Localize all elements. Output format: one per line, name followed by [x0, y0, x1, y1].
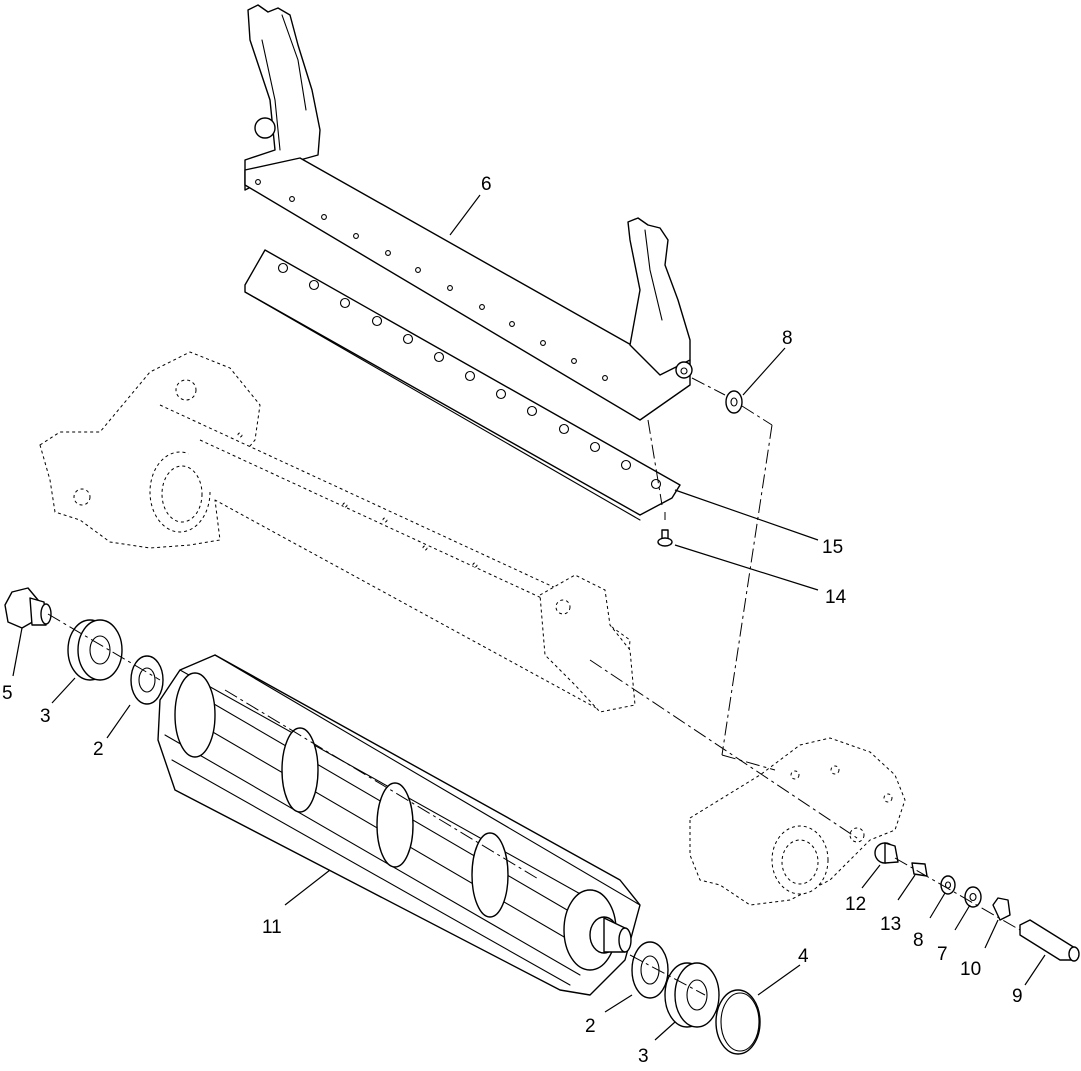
cutting-reel	[157, 654, 641, 996]
callout-8-right: 8	[913, 930, 924, 951]
callout-5: 5	[2, 683, 13, 704]
callout-labels: 6 8 15 14 5 3 2 11 12 13 8 7 10 9 4 2 3	[2, 174, 1023, 1067]
callout-10: 10	[960, 959, 981, 980]
callout-2-left: 2	[93, 739, 104, 760]
callout-7: 7	[937, 944, 948, 965]
callout-6: 6	[481, 174, 492, 195]
callout-3-bottom: 3	[638, 1046, 649, 1067]
frame-ghost-outline	[39, 351, 636, 713]
callout-13: 13	[880, 914, 901, 935]
adjuster-stack	[874, 842, 1080, 962]
left-bearing-stack	[4, 587, 164, 705]
bedknife	[244, 249, 681, 521]
callout-11: 11	[262, 917, 282, 938]
callout-3-left: 3	[40, 706, 51, 727]
callout-4: 4	[798, 946, 809, 967]
callout-8-top: 8	[782, 328, 793, 349]
callout-14: 14	[825, 587, 847, 608]
right-bearing-stack	[631, 941, 761, 1055]
assembly-centerlines	[47, 377, 1021, 996]
bedknife-bar	[244, 4, 693, 421]
right-side-plate	[689, 737, 906, 906]
callout-12: 12	[845, 894, 866, 915]
washer-8-top	[725, 390, 743, 414]
screw-14	[657, 512, 673, 547]
callout-15: 15	[822, 537, 843, 558]
leader-lines	[12, 194, 1046, 1041]
callout-9: 9	[1012, 986, 1023, 1007]
callout-2-bottom: 2	[585, 1016, 596, 1037]
